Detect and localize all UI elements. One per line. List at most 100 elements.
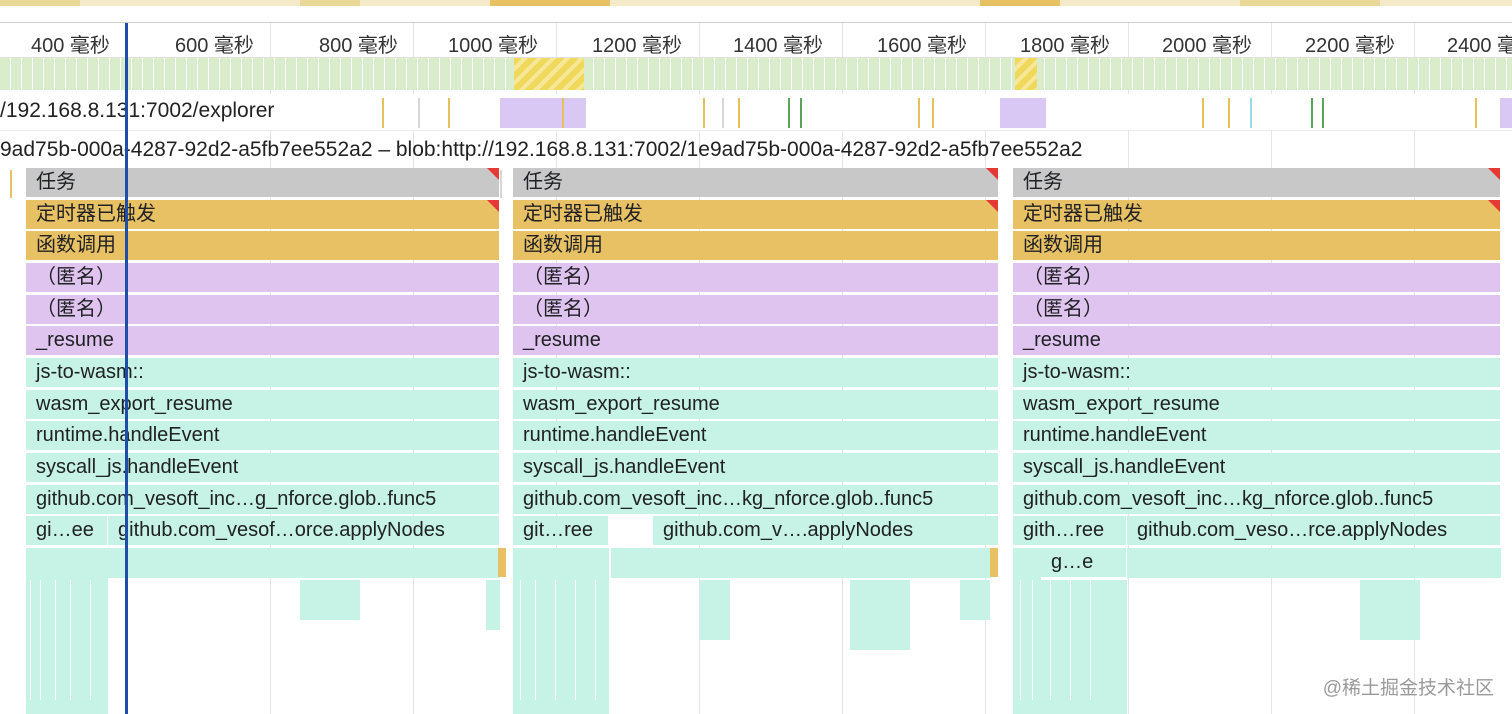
network-marker[interactable] bbox=[448, 98, 450, 128]
frame-cell[interactable] bbox=[1364, 58, 1375, 90]
frame-cell[interactable] bbox=[924, 58, 935, 90]
network-marker[interactable] bbox=[1311, 98, 1313, 128]
flame-bar-wasm-export[interactable]: wasm_export_resume bbox=[26, 390, 500, 419]
frame-cell[interactable] bbox=[473, 58, 484, 90]
frame-cell[interactable] bbox=[275, 58, 286, 90]
frame-cell[interactable] bbox=[176, 58, 187, 90]
frame-cell[interactable] bbox=[187, 58, 198, 90]
network-marker[interactable] bbox=[800, 98, 802, 128]
frame-cell[interactable] bbox=[891, 58, 902, 90]
frame-cell[interactable] bbox=[1485, 58, 1496, 90]
overview-strip[interactable] bbox=[0, 0, 1512, 6]
network-marker[interactable] bbox=[382, 98, 384, 128]
frame-cell[interactable] bbox=[154, 58, 165, 90]
frame-cell[interactable] bbox=[1419, 58, 1430, 90]
flame-bar-anonymous[interactable]: （匿名） bbox=[1013, 295, 1501, 324]
frame-cell[interactable] bbox=[649, 58, 660, 90]
network-marker[interactable] bbox=[738, 98, 740, 128]
frame-cell[interactable] bbox=[616, 58, 627, 90]
deep-stack-block[interactable] bbox=[513, 548, 609, 714]
frame-cell[interactable] bbox=[55, 58, 66, 90]
frame-cell[interactable] bbox=[462, 58, 473, 90]
frame-cell[interactable] bbox=[1254, 58, 1265, 90]
frame-cell[interactable] bbox=[847, 58, 858, 90]
frame-cell[interactable] bbox=[803, 58, 814, 90]
frame-cell[interactable] bbox=[1056, 58, 1067, 90]
frame-cell[interactable] bbox=[770, 58, 781, 90]
flame-bar-apply-nodes[interactable]: github.com_v….applyNodes bbox=[653, 516, 999, 545]
frame-cell[interactable] bbox=[583, 58, 594, 90]
flame-bar-js-to-wasm[interactable]: js-to-wasm:: bbox=[1013, 358, 1501, 387]
flame-bar-timer[interactable]: 定时器已触发 bbox=[26, 200, 500, 229]
frame-cell[interactable] bbox=[396, 58, 407, 90]
frame-cell[interactable] bbox=[1232, 58, 1243, 90]
deep-stack-block[interactable] bbox=[26, 548, 108, 714]
flame-bar-resume[interactable]: _resume bbox=[1013, 326, 1501, 355]
frame-cell[interactable] bbox=[209, 58, 220, 90]
frame-cell[interactable] bbox=[627, 58, 638, 90]
frame-cell[interactable] bbox=[231, 58, 242, 90]
frame-cell[interactable] bbox=[1353, 58, 1364, 90]
flame-bar-js-to-wasm[interactable]: js-to-wasm:: bbox=[26, 358, 500, 387]
frame-cell[interactable] bbox=[1331, 58, 1342, 90]
flame-bar-timer[interactable]: 定时器已触发 bbox=[513, 200, 999, 229]
frame-cell[interactable] bbox=[759, 58, 770, 90]
frame-cell[interactable] bbox=[451, 58, 462, 90]
frame-cell[interactable] bbox=[594, 58, 605, 90]
frame-cell[interactable] bbox=[1408, 58, 1419, 90]
network-marker[interactable] bbox=[1475, 98, 1477, 128]
frame-cell[interactable] bbox=[880, 58, 891, 90]
network-request-block[interactable] bbox=[1500, 98, 1512, 128]
network-marker[interactable] bbox=[918, 98, 920, 128]
frame-cell[interactable] bbox=[286, 58, 297, 90]
frame-cell[interactable] bbox=[902, 58, 913, 90]
frame-cell[interactable] bbox=[220, 58, 231, 90]
frame-cell[interactable] bbox=[1122, 58, 1133, 90]
deep-stack-block[interactable] bbox=[1360, 580, 1420, 640]
flame-bar-runtime-handle[interactable]: runtime.handleEvent bbox=[26, 421, 500, 450]
flame-bar-anonymous[interactable]: （匿名） bbox=[26, 295, 500, 324]
frame-cell[interactable] bbox=[110, 58, 121, 90]
network-marker[interactable] bbox=[1322, 98, 1324, 128]
flame-bar-task[interactable]: 任务 bbox=[26, 168, 500, 197]
time-cursor[interactable] bbox=[125, 23, 128, 714]
flame-bar-timer[interactable]: 定时器已触发 bbox=[1013, 200, 1501, 229]
frame-cell[interactable] bbox=[715, 58, 726, 90]
flame-bar-function-call[interactable]: 函数调用 bbox=[1013, 231, 1501, 260]
frame-cell[interactable] bbox=[132, 58, 143, 90]
frame-cell[interactable] bbox=[1441, 58, 1452, 90]
flame-bar-glob-func[interactable]: github.com_vesoft_inc…kg_nforce.glob..fu… bbox=[513, 485, 999, 514]
flame-bar-apply-nodes[interactable]: github.com_veso…rce.applyNodes bbox=[1127, 516, 1501, 545]
flame-bar-function-call[interactable]: 函数调用 bbox=[26, 231, 500, 260]
deep-stack-block[interactable] bbox=[486, 580, 500, 630]
frame-cell[interactable] bbox=[264, 58, 275, 90]
frame-cell[interactable] bbox=[11, 58, 22, 90]
deep-stack-block[interactable] bbox=[611, 548, 991, 578]
deep-stack-block[interactable] bbox=[300, 580, 360, 620]
frame-cell[interactable] bbox=[1199, 58, 1210, 90]
deep-stack-block[interactable] bbox=[960, 580, 990, 620]
frame-cell[interactable] bbox=[297, 58, 308, 90]
network-marker[interactable] bbox=[722, 98, 724, 128]
frame-cell[interactable] bbox=[1177, 58, 1188, 90]
frame-cell[interactable] bbox=[66, 58, 77, 90]
frame-cell[interactable] bbox=[704, 58, 715, 90]
frame-cell[interactable] bbox=[308, 58, 319, 90]
frame-cell[interactable] bbox=[638, 58, 649, 90]
frame-cell[interactable] bbox=[1276, 58, 1287, 90]
frame-cell[interactable] bbox=[682, 58, 693, 90]
network-request-block[interactable] bbox=[500, 98, 586, 128]
flame-bar-anonymous[interactable]: （匿名） bbox=[1013, 263, 1501, 292]
frame-cell[interactable] bbox=[385, 58, 396, 90]
frame-cell[interactable] bbox=[1463, 58, 1474, 90]
frame-cell[interactable] bbox=[22, 58, 33, 90]
flame-bar-syscall[interactable]: syscall_js.handleEvent bbox=[513, 453, 999, 482]
frames-track[interactable] bbox=[0, 58, 1512, 90]
frame-cell[interactable] bbox=[737, 58, 748, 90]
frame-cell[interactable] bbox=[1287, 58, 1298, 90]
frame-cell[interactable] bbox=[836, 58, 847, 90]
frame-cell[interactable] bbox=[198, 58, 209, 90]
frame-cell[interactable] bbox=[1045, 58, 1056, 90]
frame-cell[interactable] bbox=[352, 58, 363, 90]
frame-cell[interactable] bbox=[605, 58, 616, 90]
